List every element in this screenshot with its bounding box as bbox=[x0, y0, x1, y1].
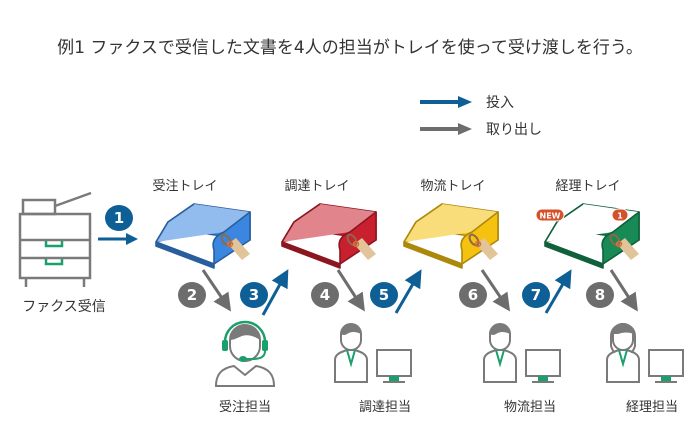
legend-take: 取り出し bbox=[420, 119, 542, 139]
tray-shape bbox=[617, 238, 639, 260]
tray-shape bbox=[346, 233, 358, 247]
step-7-badge: 7 bbox=[522, 282, 550, 308]
staff-label-butsuryu: 物流担当 bbox=[503, 400, 556, 415]
person-shape bbox=[495, 349, 505, 368]
step-2-badge: 2 bbox=[178, 282, 206, 308]
tray-shape bbox=[352, 240, 360, 248]
tray-label-chotatsu: 調達トレイ bbox=[284, 179, 350, 194]
legend-put: 投入 bbox=[420, 92, 514, 112]
put-arrow-3 bbox=[261, 269, 289, 316]
fax-label: ファクス受信 bbox=[22, 299, 106, 315]
tray-shape bbox=[155, 203, 195, 243]
tray-shape bbox=[220, 233, 232, 247]
tray-shape bbox=[155, 211, 251, 265]
take-arrow-4 bbox=[336, 269, 365, 312]
step-8-badge: 8 bbox=[586, 282, 614, 308]
operator-headset-icon bbox=[214, 320, 276, 387]
step-6-badge: 6 bbox=[459, 282, 487, 308]
tag-icon bbox=[346, 233, 376, 260]
tray-shape bbox=[226, 240, 234, 248]
person-shape bbox=[525, 349, 561, 377]
tray-shape bbox=[403, 211, 499, 265]
tag-icon bbox=[220, 233, 250, 260]
tray-shape bbox=[281, 241, 341, 269]
person-shape bbox=[538, 376, 548, 381]
person-shape bbox=[612, 323, 634, 334]
tray-shape bbox=[228, 238, 250, 260]
tray-shape bbox=[155, 241, 215, 269]
take-arrow-6 bbox=[480, 269, 511, 312]
person-shape bbox=[490, 324, 510, 335]
tray-chotatsu-icon bbox=[281, 203, 377, 269]
staff-label-juchu: 受注担当 bbox=[218, 400, 271, 415]
person-shape bbox=[346, 349, 356, 368]
step-1-badge: 1 bbox=[105, 205, 133, 231]
tray-shape bbox=[404, 204, 498, 242]
tray-shape bbox=[476, 238, 498, 260]
put-arrow-1 bbox=[98, 233, 138, 245]
put-arrow-5 bbox=[394, 269, 422, 314]
person-shape bbox=[648, 349, 684, 377]
person-computer-icon bbox=[334, 323, 412, 383]
tray-shape bbox=[281, 211, 377, 265]
tray-shape bbox=[403, 203, 443, 243]
step-3-badge: 3 bbox=[240, 282, 268, 308]
tray-shape bbox=[281, 203, 321, 243]
tray-shape bbox=[615, 240, 623, 248]
step-4-badge: 4 bbox=[311, 282, 339, 308]
person-shape bbox=[389, 376, 399, 381]
tray-shape bbox=[544, 211, 640, 265]
tray-label-butsuryu: 物流トレイ bbox=[420, 179, 486, 194]
put-arrow-7 bbox=[544, 269, 572, 314]
gray-arrow-icon bbox=[420, 123, 472, 135]
person-shape bbox=[376, 349, 412, 377]
person-computer-icon bbox=[483, 323, 561, 383]
tray-shape bbox=[354, 238, 376, 260]
take-arrow-8 bbox=[609, 269, 638, 312]
tray-label-juchu: 受注トレイ bbox=[152, 179, 218, 194]
person-shape bbox=[334, 349, 368, 383]
count-badge-text: 1 bbox=[617, 212, 623, 221]
person-shape bbox=[618, 349, 628, 368]
fax-machine-icon bbox=[18, 191, 92, 287]
person-shape bbox=[661, 376, 671, 381]
new-badge-text: NEW bbox=[540, 212, 561, 221]
legend-put-label: 投入 bbox=[486, 95, 514, 111]
tray-shape bbox=[544, 203, 584, 243]
staff-label-keiri: 経理担当 bbox=[625, 400, 678, 415]
tag-icon bbox=[468, 233, 498, 260]
person-shape bbox=[483, 349, 517, 383]
tray-shape bbox=[282, 204, 376, 242]
blue-arrow-icon bbox=[420, 96, 472, 108]
tray-label-keiri: 経理トレイ bbox=[555, 179, 621, 194]
tray-shape bbox=[544, 241, 604, 269]
take-arrow-2 bbox=[201, 269, 232, 312]
tray-shape bbox=[609, 233, 621, 247]
person-shape bbox=[606, 349, 640, 383]
tray-shape bbox=[403, 241, 463, 269]
tag-icon bbox=[609, 233, 639, 260]
new-badge: NEW bbox=[535, 208, 565, 222]
tray-shape bbox=[474, 240, 482, 248]
person-shape bbox=[341, 324, 361, 335]
legend-take-label: 取り出し bbox=[486, 122, 542, 138]
tray-shape bbox=[468, 233, 480, 247]
tray-shape bbox=[156, 204, 250, 242]
count-badge: 1 bbox=[611, 208, 629, 222]
tray-butsuryu-icon bbox=[403, 203, 499, 269]
tray-juchu-icon bbox=[155, 203, 251, 269]
person-computer-female-icon bbox=[606, 323, 684, 383]
person-shape bbox=[483, 323, 561, 383]
step-5-badge: 5 bbox=[370, 282, 398, 308]
staff-label-chotatsu: 調達担当 bbox=[358, 400, 411, 415]
diagram-title: 例1 ファクスで受信した文書を4人の担当がトレイを使って受け渡しを行う。 bbox=[57, 38, 643, 58]
